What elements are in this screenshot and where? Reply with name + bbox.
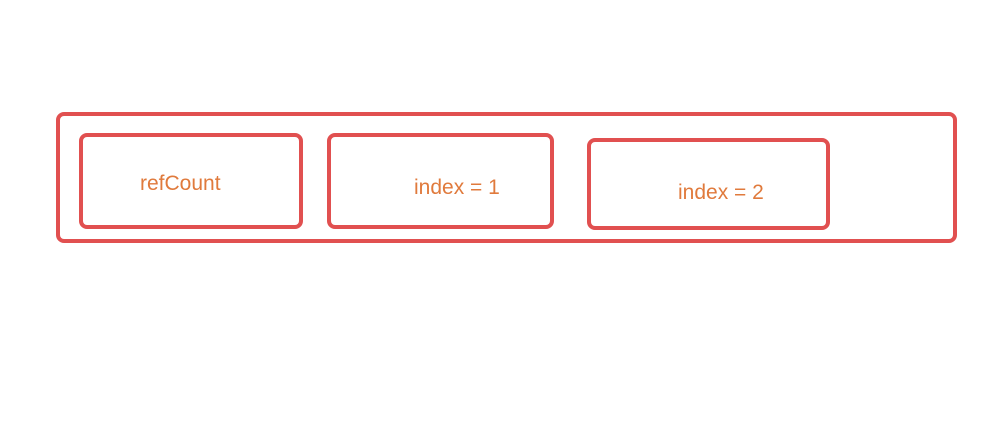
index-1-box: index = 1 [327,133,554,229]
index-2-box: index = 2 [587,138,830,230]
index-1-label: index = 1 [414,176,500,199]
outer-container-box [56,112,957,243]
refcount-label: refCount [140,172,221,195]
refcount-box: refCount [79,133,303,229]
index-2-label: index = 2 [678,181,764,204]
